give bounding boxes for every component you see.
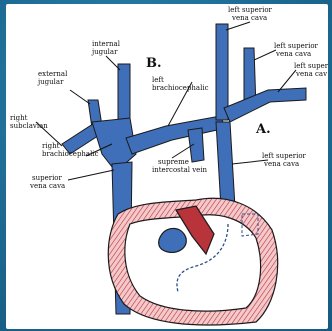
label-left-sup-vc-top-1: left superior	[228, 6, 272, 14]
label-internal-jugular-1: internal	[92, 40, 120, 48]
label-superior-vc-1: superior	[32, 174, 62, 182]
label-left-superi-2: vena cav	[296, 70, 327, 78]
label-left-brachio-2: brachiocephalic	[152, 84, 209, 92]
label-external-jugular-1: external	[38, 70, 67, 78]
label-left-sup-vc-top-2: vena cava	[232, 14, 267, 22]
label-left-sup-vc-mid-1: left superior	[274, 42, 318, 50]
label-right-brachio-2: brachiocephalic	[42, 150, 99, 158]
left-brachiocephalic-vein	[126, 116, 226, 154]
label-left-superi-1: left superi	[294, 62, 328, 70]
panel-letter-a: A.	[256, 122, 271, 137]
label-right-brachio-1: right	[42, 142, 59, 150]
left-internal-jugular-vein	[216, 24, 228, 120]
heart	[108, 198, 277, 325]
label-left-brachio-1: left	[152, 76, 164, 84]
label-supreme-ic-2: intercostal vein	[152, 166, 207, 174]
diagram-panel: left superior vena cava internal jugular…	[6, 4, 328, 329]
label-superior-vc-2: vena cava	[30, 182, 65, 190]
left-subclavian-vein	[224, 88, 306, 122]
label-left-sup-vc-mid-2: vena cava	[276, 50, 311, 58]
label-a-left-sup-vc-2: vena cava	[264, 160, 299, 168]
label-internal-jugular-2: jugular	[92, 48, 117, 56]
label-external-jugular-2: jugular	[38, 78, 63, 86]
label-a-left-sup-vc-1: left superior	[262, 152, 306, 160]
label-supreme-ic-1: supreme	[158, 158, 189, 166]
right-internal-jugular-vein	[118, 64, 130, 122]
label-right-subclavian-2: subclavian	[10, 122, 48, 130]
label-right-subclavian-1: right	[10, 114, 27, 122]
panel-letter-b: B.	[146, 56, 162, 71]
supreme-intercostal-vein	[188, 128, 204, 162]
